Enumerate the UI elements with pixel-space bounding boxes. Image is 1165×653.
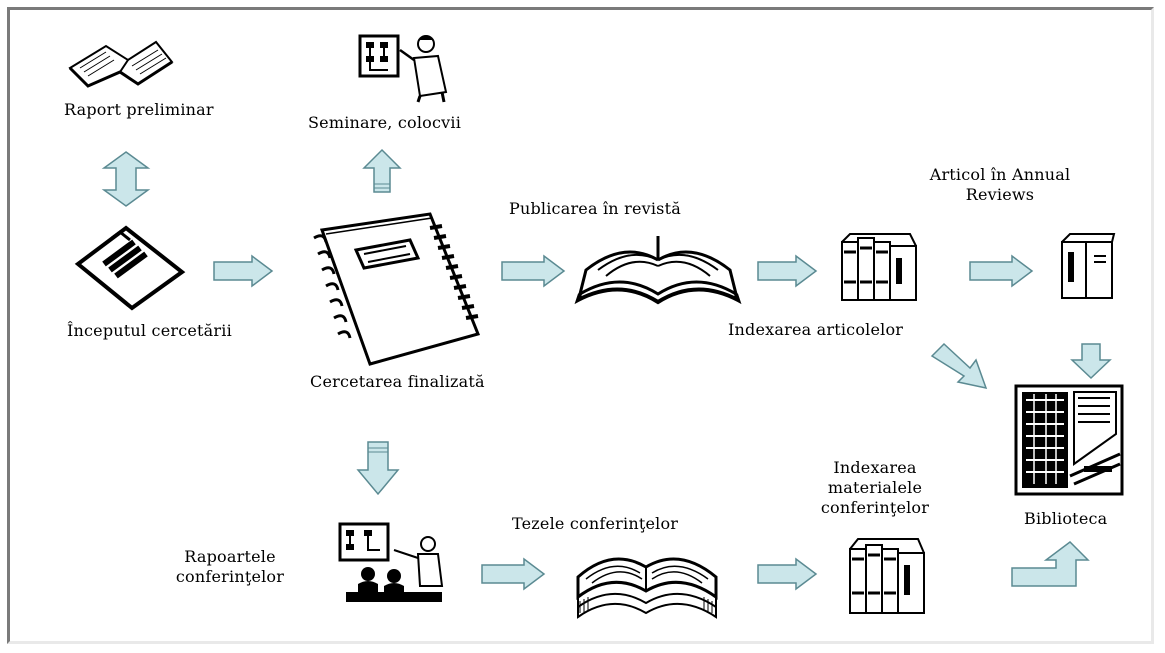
label-articol-line2: Reviews <box>965 185 1035 204</box>
arrow-right <box>757 557 818 591</box>
arrow-right <box>969 254 1034 288</box>
meeting-icon <box>338 522 444 602</box>
open-book-icon <box>574 236 742 305</box>
arrow-down <box>1070 343 1112 380</box>
binders-icon <box>849 538 925 614</box>
arrow-right <box>481 557 546 591</box>
arrow-diagonal-down-right <box>930 342 988 390</box>
label-indexarea-mat-line3: conferinţelor <box>820 498 930 517</box>
presenter-icon <box>358 34 448 103</box>
arrow-right <box>501 254 566 288</box>
label-raport-preliminar: Raport preliminar <box>64 100 214 119</box>
arrow-right <box>213 254 274 288</box>
label-indexarea-mat-line1: Indexarea <box>833 458 917 477</box>
label-seminare: Seminare, colocvii <box>308 113 462 132</box>
spiral-notebook-icon <box>313 212 481 366</box>
label-publicarea: Publicarea în revistă <box>509 199 681 218</box>
double-arrow-vertical <box>101 151 151 207</box>
label-tezele-conferintelor: Tezele conferinţelor <box>512 514 679 533</box>
label-rapoartele-line2: conferinţelor <box>175 567 285 586</box>
label-cercetarea-finalizata: Cercetarea finalizată <box>310 372 485 391</box>
open-book-icon <box>68 40 174 88</box>
label-indexarea-articolelor: Indexarea articolelor <box>728 320 904 339</box>
stacked-papers-icon <box>576 557 718 619</box>
label-rapoartele-line1: Rapoartele <box>184 547 276 566</box>
diagram-frame <box>7 7 1154 644</box>
arrow-up <box>362 148 402 193</box>
label-articol-line1: Articol în Annual <box>929 165 1071 184</box>
label-biblioteca: Biblioteca <box>1024 509 1108 528</box>
binders-icon <box>841 233 917 301</box>
binder-icon <box>1061 233 1116 299</box>
library-icon <box>1014 384 1124 496</box>
label-indexarea-mat-line2: materialele <box>827 478 923 497</box>
label-articol-annual-reviews: Articol în Annual Reviews <box>900 165 1100 205</box>
arrow-down <box>356 441 400 496</box>
label-rapoartele-conferintelor: Rapoartele conferinţelor <box>160 547 300 587</box>
label-indexarea-materialele: Indexarea materialele conferinţelor <box>800 458 950 518</box>
arrow-right <box>757 254 818 288</box>
arrow-bent-up <box>1011 541 1090 587</box>
label-inceputul-cercetarii: Începutul cercetării <box>67 321 232 340</box>
document-icon <box>74 225 186 311</box>
